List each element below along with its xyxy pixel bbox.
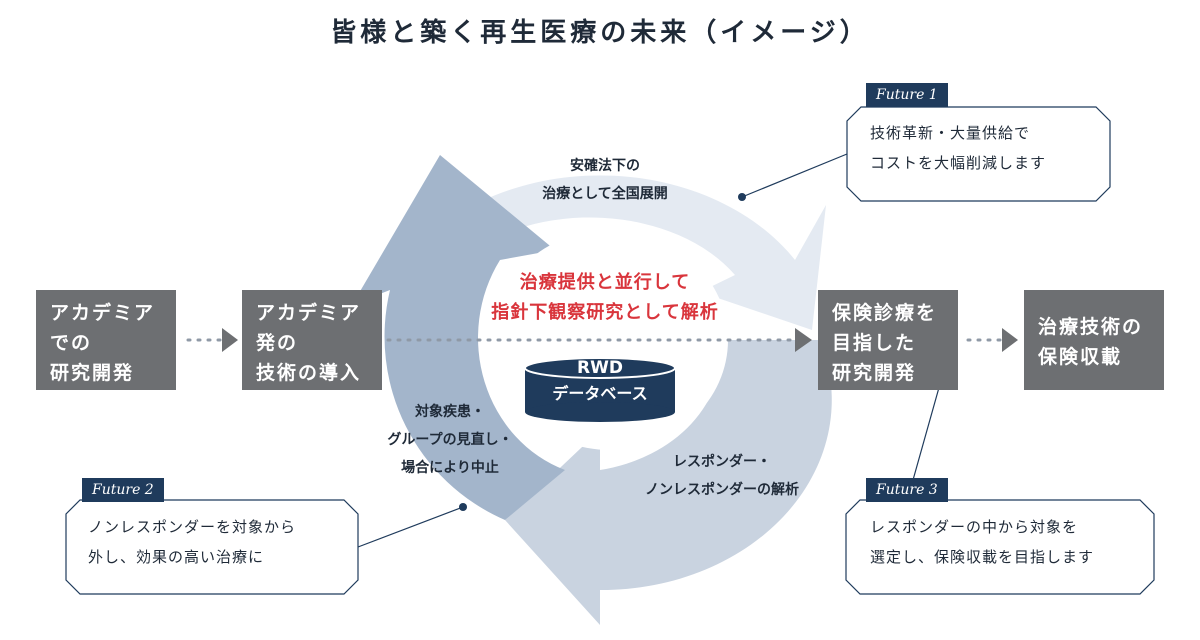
cycle-label-line: ノンレスポンダーの解析: [645, 482, 799, 498]
rwd-label: RWD: [577, 358, 623, 378]
callout-line: 外し、効果の高い治療に: [88, 548, 265, 566]
step-line: 研究開発: [832, 362, 917, 384]
cycle-label-line: レスポンダー・: [673, 454, 771, 470]
future3-leader: [912, 383, 941, 481]
callout-line: ノンレスポンダーを対象から: [88, 518, 297, 536]
step-line: 技術の導入: [256, 362, 362, 384]
flow-arrowhead-1: [222, 328, 238, 352]
future2-box: [65, 499, 359, 595]
center-text-line: 指針下観察研究として解析: [491, 302, 719, 323]
center-analysis-text: 治療提供と並行して 指針下観察研究として解析: [455, 268, 755, 328]
callout-line: コストを大幅削減します: [870, 154, 1047, 172]
cycle-label-line: 安確法下の: [570, 158, 640, 174]
future1-box: [846, 106, 1111, 202]
cycle-label-top: 安確法下の 治療として全国展開: [505, 152, 705, 208]
future1-dot: [738, 193, 746, 201]
future1-leader: [741, 153, 848, 198]
future1-tag: Future 1: [866, 83, 948, 107]
center-text-line: 治療提供と並行して: [519, 272, 691, 293]
step-line: 保険診療を: [832, 302, 938, 324]
future3-text: レスポンダーの中から対象を 選定し、保険収載を目指します: [870, 512, 1094, 572]
cycle-label-line: 場合により中止: [401, 460, 499, 476]
cycle-label-left: 対象疾患・ グループの見直し・ 場合により中止: [360, 398, 540, 482]
step-academia-research: アカデミア での 研究開発: [36, 290, 176, 390]
step-line: 発の: [256, 332, 299, 354]
future2-tag: Future 2: [82, 478, 164, 502]
step-line: アカデミア: [256, 302, 362, 324]
step-insurance-listing: 治療技術の 保険収載: [1024, 290, 1164, 390]
future2-text: ノンレスポンダーを対象から 外し、効果の高い治療に: [88, 512, 296, 572]
future2-dot: [459, 503, 467, 511]
step-line: 研究開発: [50, 362, 135, 384]
rwd-database-icon: [524, 357, 676, 422]
future2-leader: [357, 506, 464, 548]
flow-arrowhead-center: [795, 328, 812, 352]
diagram-title: 皆様と築く再生医療の未来（イメージ）: [330, 18, 870, 48]
cycle-arrow-left: [352, 155, 565, 520]
database-label: データベース: [552, 384, 648, 403]
future3-tag: Future 3: [866, 478, 948, 502]
cycle-label-line: 対象疾患・: [415, 404, 485, 420]
step-line: アカデミア: [50, 302, 156, 324]
cycle-label-line: 治療として全国展開: [542, 186, 668, 202]
step-line: での: [50, 332, 93, 354]
callout-line: レスポンダーの中から対象を: [870, 518, 1079, 536]
cycle-label-line: グループの見直し・: [387, 432, 513, 448]
future1-text: 技術革新・大量供給で コストを大幅削減します: [870, 118, 1046, 178]
future3-box: [845, 499, 1155, 595]
flow-arrowhead-3: [1002, 328, 1018, 352]
step-insurance-research: 保険診療を 目指した 研究開発: [818, 290, 958, 390]
step-line: 保険収載: [1038, 346, 1123, 368]
step-technology-introduction: アカデミア 発の 技術の導入: [242, 290, 382, 390]
step-line: 目指した: [832, 332, 917, 354]
step-line: 治療技術の: [1038, 316, 1144, 338]
callout-line: 技術革新・大量供給で: [870, 124, 1031, 142]
cycle-label-right: レスポンダー・ ノンレスポンダーの解析: [612, 448, 832, 504]
callout-line: 選定し、保険収載を目指します: [870, 548, 1095, 566]
cycle-arrow-bottom: [505, 340, 832, 625]
